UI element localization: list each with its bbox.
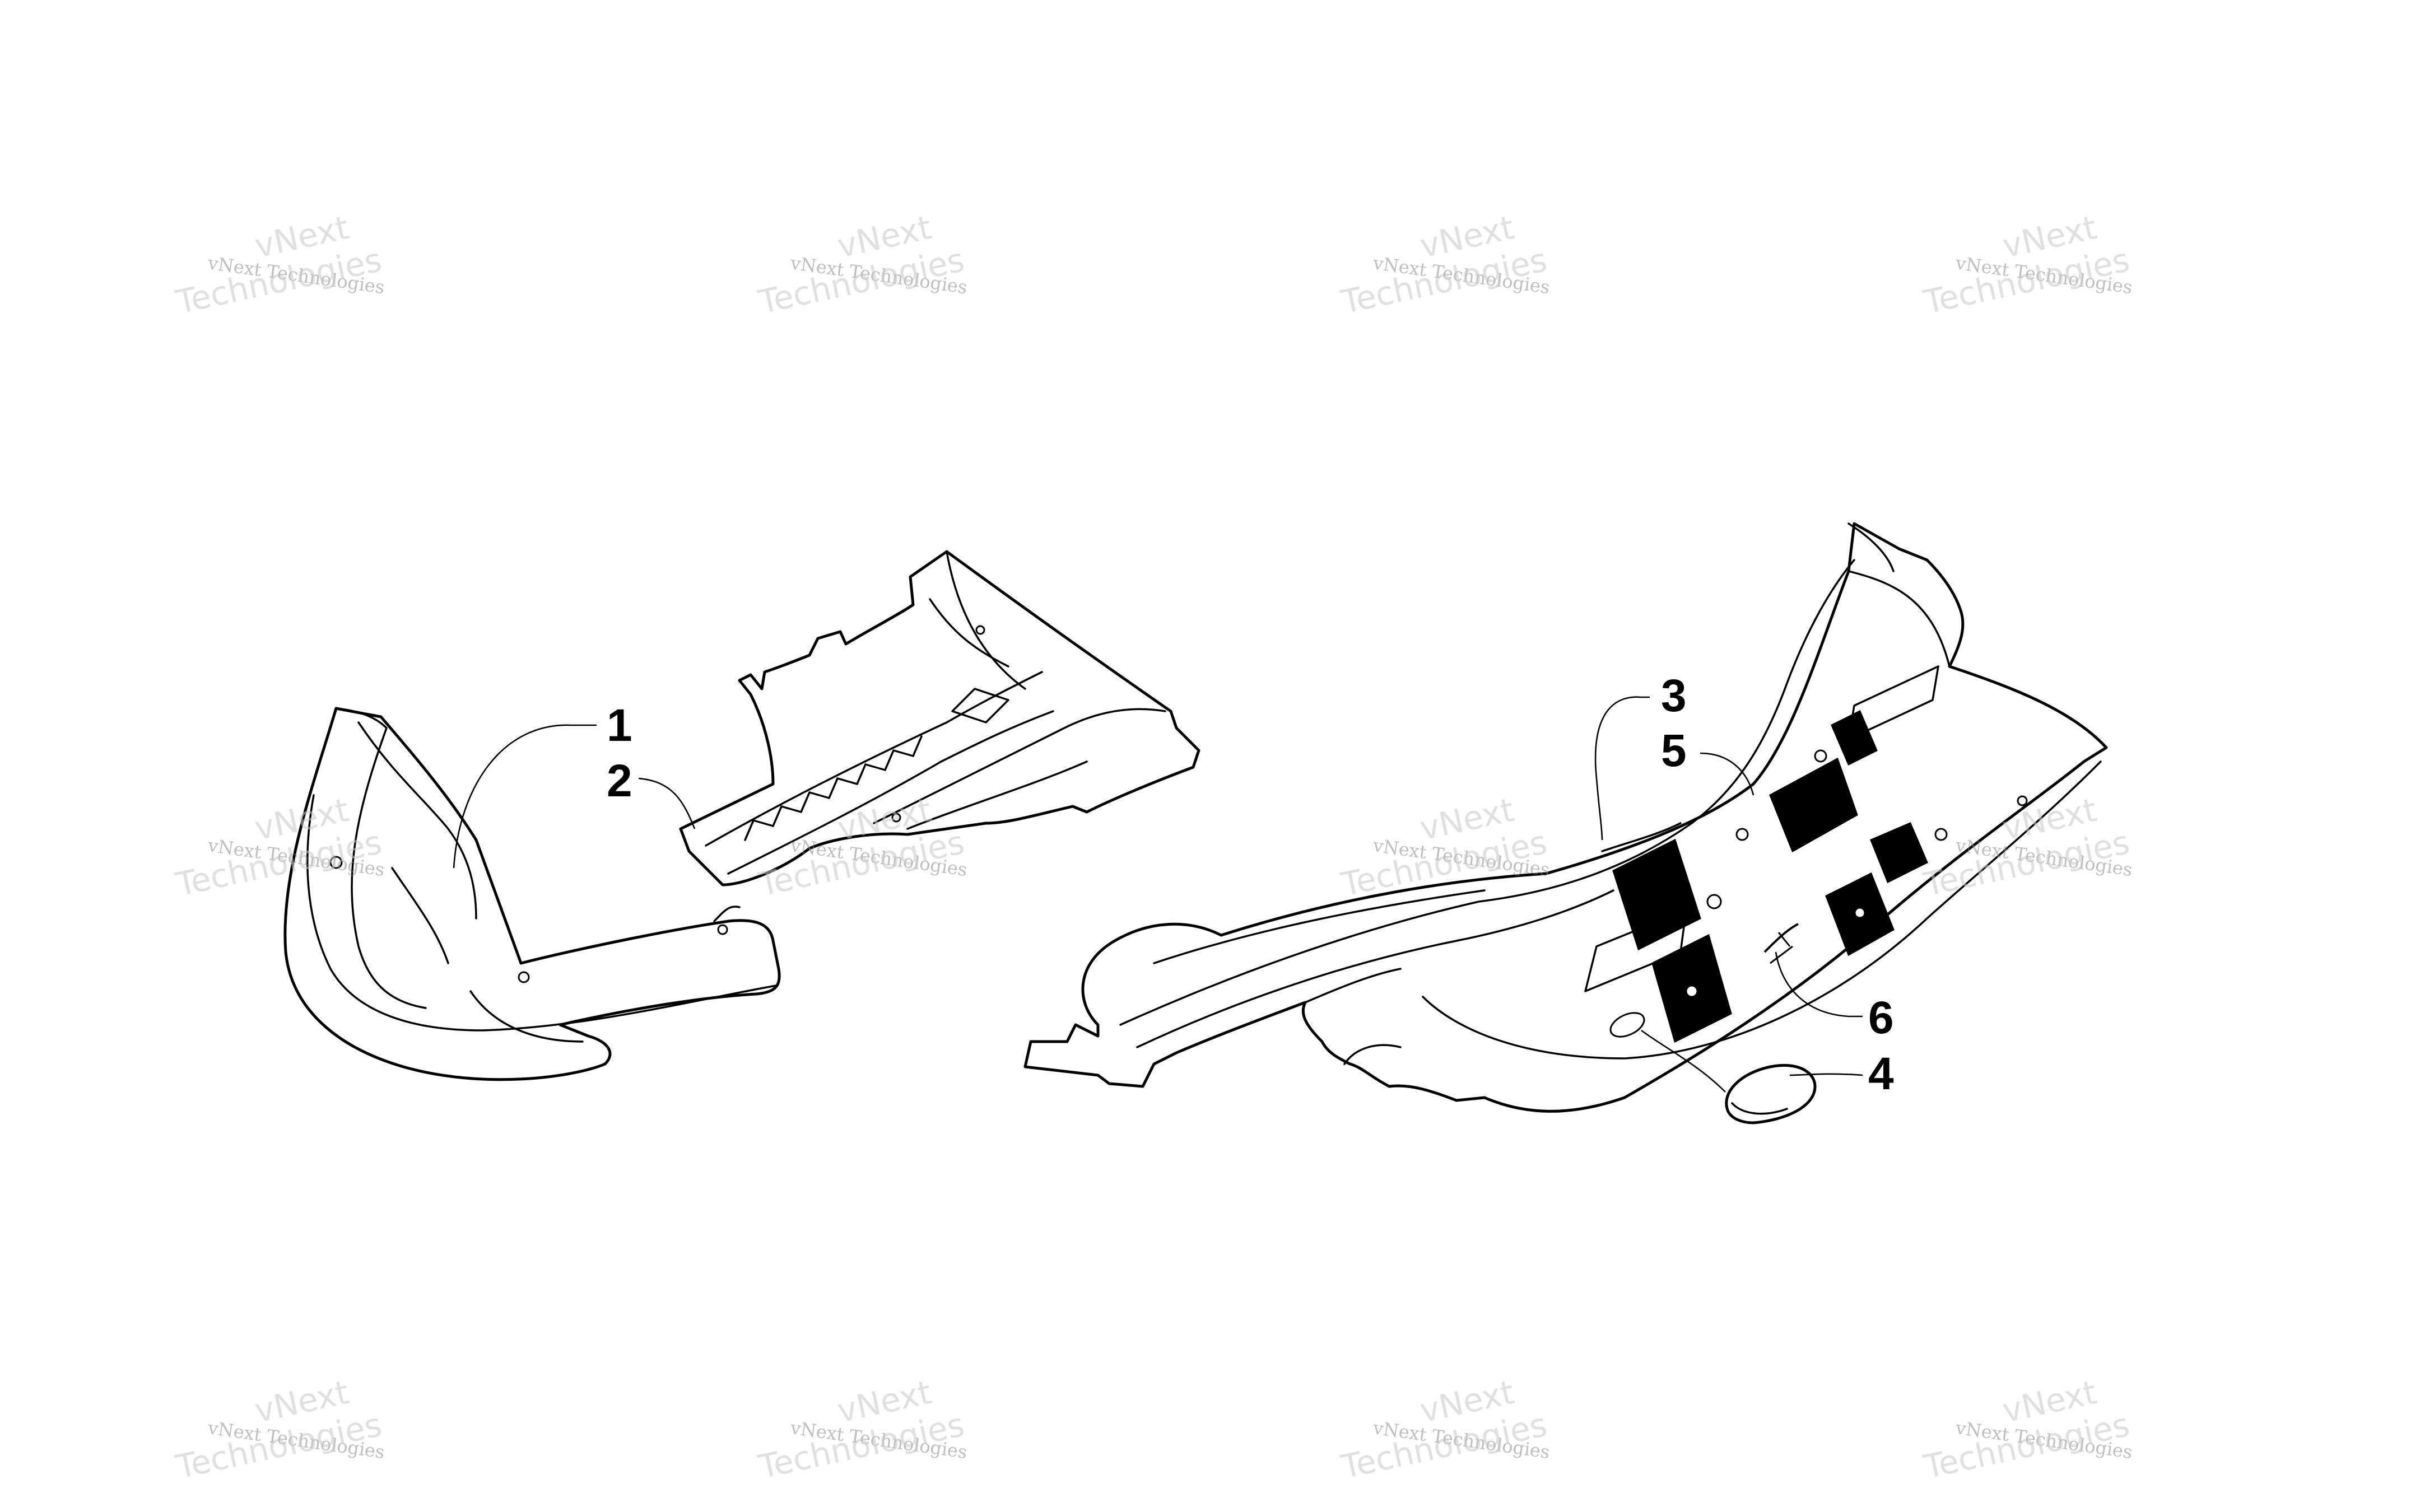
part-5-decal-upper [1612,710,1878,951]
watermark: vNext Technologies vNext Technologies [755,208,969,321]
part-2-belly-pan [679,550,1200,886]
callout-labels: 1 2 3 5 6 4 [607,670,1894,1099]
watermark: vNext Technologies vNext Technologies [1338,1373,1551,1486]
callout-4: 4 [1868,1048,1894,1099]
callout-1: 1 [607,700,632,751]
part-6-decal-lower [1651,822,1928,1043]
callout-6: 6 [1868,992,1894,1043]
watermark: vNext Technologies vNext Technologies [1920,1373,2134,1486]
leader-4 [1641,1029,1863,1093]
watermark: vNext Technologies vNext Technologies [1920,208,2134,321]
leader-5 [1700,752,1755,796]
watermark: vNext Technologies vNext Technologies [173,1373,386,1486]
part-3-side-panel [1023,522,2108,1113]
leader-lines [453,696,1863,1093]
leader-2 [638,777,696,829]
part-4-plug [1725,1063,1817,1124]
callout-3: 3 [1661,670,1687,721]
leader-6 [1775,951,1863,1018]
leader-1 [453,724,597,869]
watermark: vNext Technologies vNext Technologies [173,208,386,321]
watermark: vNext Technologies vNext Technologies [1338,208,1551,321]
callout-5: 5 [1661,725,1687,776]
part-1-front-bumper [283,707,781,1081]
callout-2: 2 [607,755,632,806]
watermark: vNext Technologies vNext Technologies [755,1373,969,1486]
leader-3 [1594,696,1650,841]
